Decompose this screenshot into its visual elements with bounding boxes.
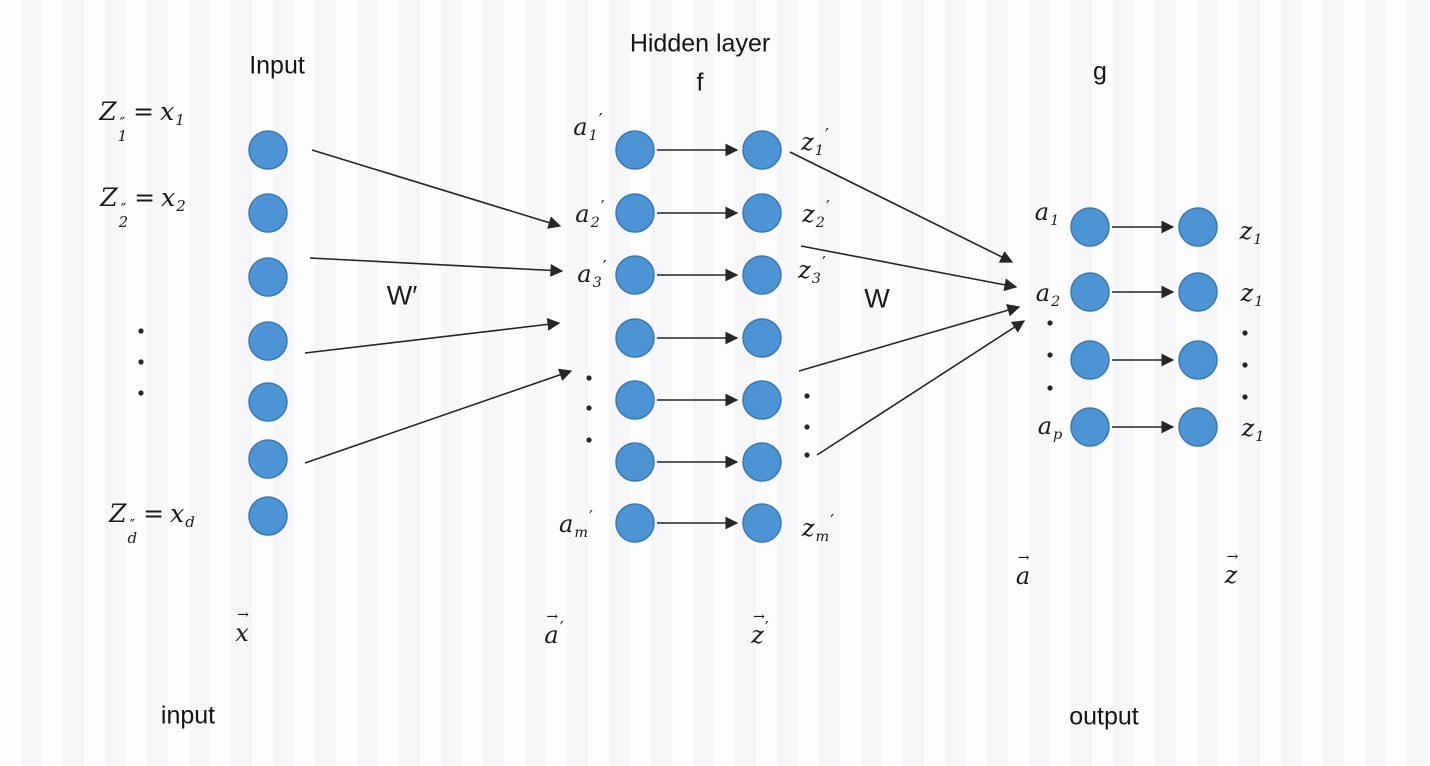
output-out-node-3 [1178, 340, 1218, 380]
output-function-label: g [1093, 57, 1107, 86]
hidden-out-node-7 [742, 503, 782, 543]
hidden-pre-label-3: a3′ [577, 257, 607, 292]
output-in-node-4 [1070, 407, 1110, 447]
output-post-vector-label: →z [1224, 549, 1239, 589]
output-post-label-3: z1 [1241, 414, 1265, 446]
w2-connection-arrow-1 [789, 151, 1014, 263]
hidden-out-node-5 [742, 380, 782, 420]
output-weights-label: W [864, 283, 890, 314]
input-caption: input [160, 701, 216, 730]
w1-connection-arrow-1 [311, 149, 562, 229]
hidden-in-node-5 [615, 380, 655, 420]
hidden-in-node-3 [615, 255, 655, 295]
input-node-5 [248, 382, 288, 422]
hidden-layer-title: Hidden layer [629, 29, 771, 58]
input-eq-d: Z″d=xd [109, 498, 195, 547]
input-node-6 [248, 439, 288, 479]
hidden-pre-label-1: a1′ [573, 110, 603, 145]
input-node-1 [248, 130, 288, 170]
input-node-3 [248, 257, 288, 297]
output-pre-label-2: a2 [1035, 279, 1061, 311]
hidden-post-label-m: zm′ [801, 511, 835, 546]
hidden-post-label-1: z1′ [801, 125, 829, 160]
hidden-pre-label-m: am′ [559, 507, 593, 542]
hidden-in-node-2 [615, 193, 655, 233]
ellipsis-input [138, 328, 144, 396]
output-caption: output [1069, 702, 1139, 731]
hidden-out-node-2 [742, 193, 782, 233]
output-in-node-1 [1070, 207, 1110, 247]
hidden-function-label: f [696, 68, 704, 97]
output-out-node-2 [1178, 272, 1218, 312]
output-pre-label-1: a1 [1034, 198, 1060, 230]
input-node-2 [248, 193, 288, 233]
input-node-7 [248, 496, 288, 536]
input-weights-label: W′ [386, 280, 418, 311]
w2-connection-arrow-3 [798, 304, 1021, 372]
ellipsis-hidden-right [804, 393, 810, 458]
output-in-node-3 [1070, 340, 1110, 380]
hidden-pre-label-2: a2′ [575, 197, 605, 232]
w1-connection-arrow-2 [309, 257, 564, 277]
ellipsis-output-left [1047, 320, 1053, 391]
output-out-node-4 [1178, 407, 1218, 447]
output-out-node-1 [1178, 207, 1218, 247]
hidden-out-node-4 [742, 318, 782, 358]
input-eq-1: Z″1=x1 [99, 96, 185, 145]
input-vector-label: →x [235, 607, 249, 647]
hidden-post-label-2: z2′ [802, 197, 830, 232]
hidden-pre-vector-label: →a′ [544, 609, 564, 649]
w2-connection-arrow-4 [816, 320, 1026, 456]
output-post-label-2: z1 [1240, 279, 1264, 311]
ellipsis-output-right [1242, 330, 1248, 400]
output-pre-label-p: ap [1037, 412, 1063, 444]
ellipsis-hidden-left [586, 375, 592, 443]
hidden-in-node-1 [615, 130, 655, 170]
hidden-out-node-3 [742, 255, 782, 295]
output-pre-vector-label: →a [1015, 550, 1031, 590]
input-node-4 [248, 321, 288, 361]
hidden-in-node-7 [615, 503, 655, 543]
w2-connection-arrow-2 [800, 245, 1018, 292]
output-in-node-2 [1070, 272, 1110, 312]
output-post-label-1: z1 [1239, 217, 1263, 249]
hidden-in-node-6 [615, 442, 655, 482]
input-eq-2: Z″2=x2 [100, 182, 186, 231]
hidden-out-node-6 [742, 442, 782, 482]
input-column-title: Input [249, 51, 305, 80]
w1-connection-arrow-4 [304, 368, 573, 464]
w1-connection-arrow-3 [304, 317, 561, 354]
hidden-out-node-1 [742, 130, 782, 170]
hidden-in-node-4 [615, 318, 655, 358]
hidden-post-vector-label: →z′ [751, 609, 769, 649]
hidden-post-label-3: z3′ [798, 253, 826, 288]
